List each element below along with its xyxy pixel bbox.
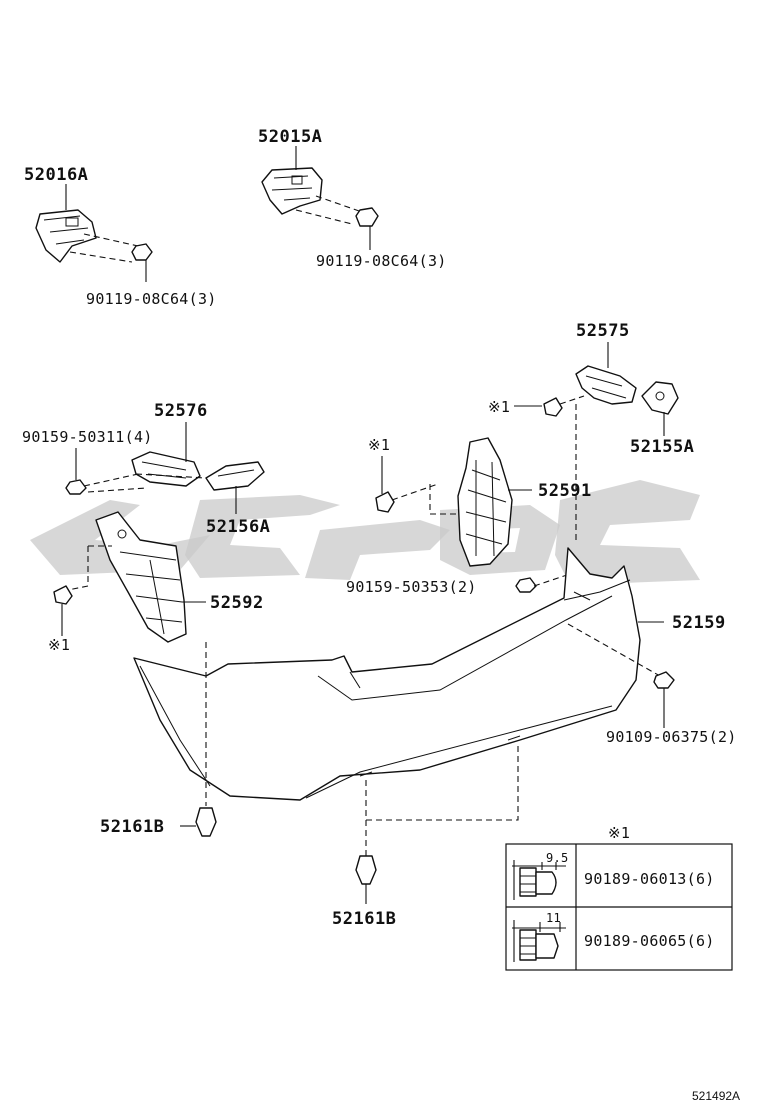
legend-part-2: 90189-06065(6)	[584, 932, 715, 950]
label-52016A: 52016A	[24, 165, 88, 185]
clip-icon-52161B-left	[180, 807, 217, 837]
label-52156A: 52156A	[206, 517, 270, 537]
bracket-52575	[575, 365, 637, 405]
retainer-52156A	[205, 461, 265, 491]
bolt-icon-2	[355, 207, 379, 250]
legend-dimension-1: 9.5	[546, 851, 569, 865]
retainer-52155A	[641, 381, 679, 415]
bracket-52015A	[261, 167, 323, 215]
label-52575: 52575	[576, 321, 630, 341]
label-screw-90159-50353: 90159-50353(2)	[346, 578, 477, 596]
label-bolt-90119-08C64-left: 90119-08C64(3)	[86, 290, 217, 308]
label-52015A: 52015A	[258, 127, 322, 147]
clip-icon-ref1-left	[53, 585, 73, 636]
bolt-icon-right	[653, 671, 675, 728]
clip-icon-52161B-bottom	[355, 855, 377, 904]
label-screw-90159-50311: 90159-50311(4)	[22, 428, 153, 446]
label-52592: 52592	[210, 593, 264, 613]
legend-part-1: 90189-06013(6)	[584, 870, 715, 888]
bracket-52591	[457, 437, 513, 567]
bolt-icon-1	[131, 243, 153, 282]
bracket-52576	[131, 451, 201, 487]
document-id: 521492A	[692, 1089, 740, 1103]
ref-mark-left: ※1	[48, 636, 70, 654]
screw-icon-mid	[515, 573, 571, 593]
label-52576: 52576	[154, 401, 208, 421]
legend-title: ※1	[608, 824, 630, 842]
label-52161B-left: 52161B	[100, 817, 164, 837]
bracket-52016A	[35, 209, 97, 263]
clip-icon-ref1-top	[514, 397, 563, 417]
label-52159: 52159	[672, 613, 726, 633]
ref-mark-top: ※1	[488, 398, 510, 416]
clip-legend-table: ※1 9.5 90189-06013(6) 11 90189-06065(6)	[505, 824, 733, 971]
label-52155A: 52155A	[630, 437, 694, 457]
legend-clip-icon-2	[512, 920, 566, 962]
screw-icon-left	[65, 448, 87, 495]
bracket-52592	[95, 511, 187, 643]
label-bolt-90119-08C64-top: 90119-08C64(3)	[316, 252, 447, 270]
legend-clip-icon-1	[512, 860, 566, 900]
label-bolt-90109-06375: 90109-06375(2)	[606, 728, 737, 746]
bumper-cover-52159	[133, 547, 641, 801]
clip-icon-ref1-mid	[375, 456, 395, 513]
legend-dimension-2: 11	[546, 911, 561, 925]
label-52161B-bottom: 52161B	[332, 909, 396, 929]
label-52591: 52591	[538, 481, 592, 501]
ref-mark-mid: ※1	[368, 436, 390, 454]
